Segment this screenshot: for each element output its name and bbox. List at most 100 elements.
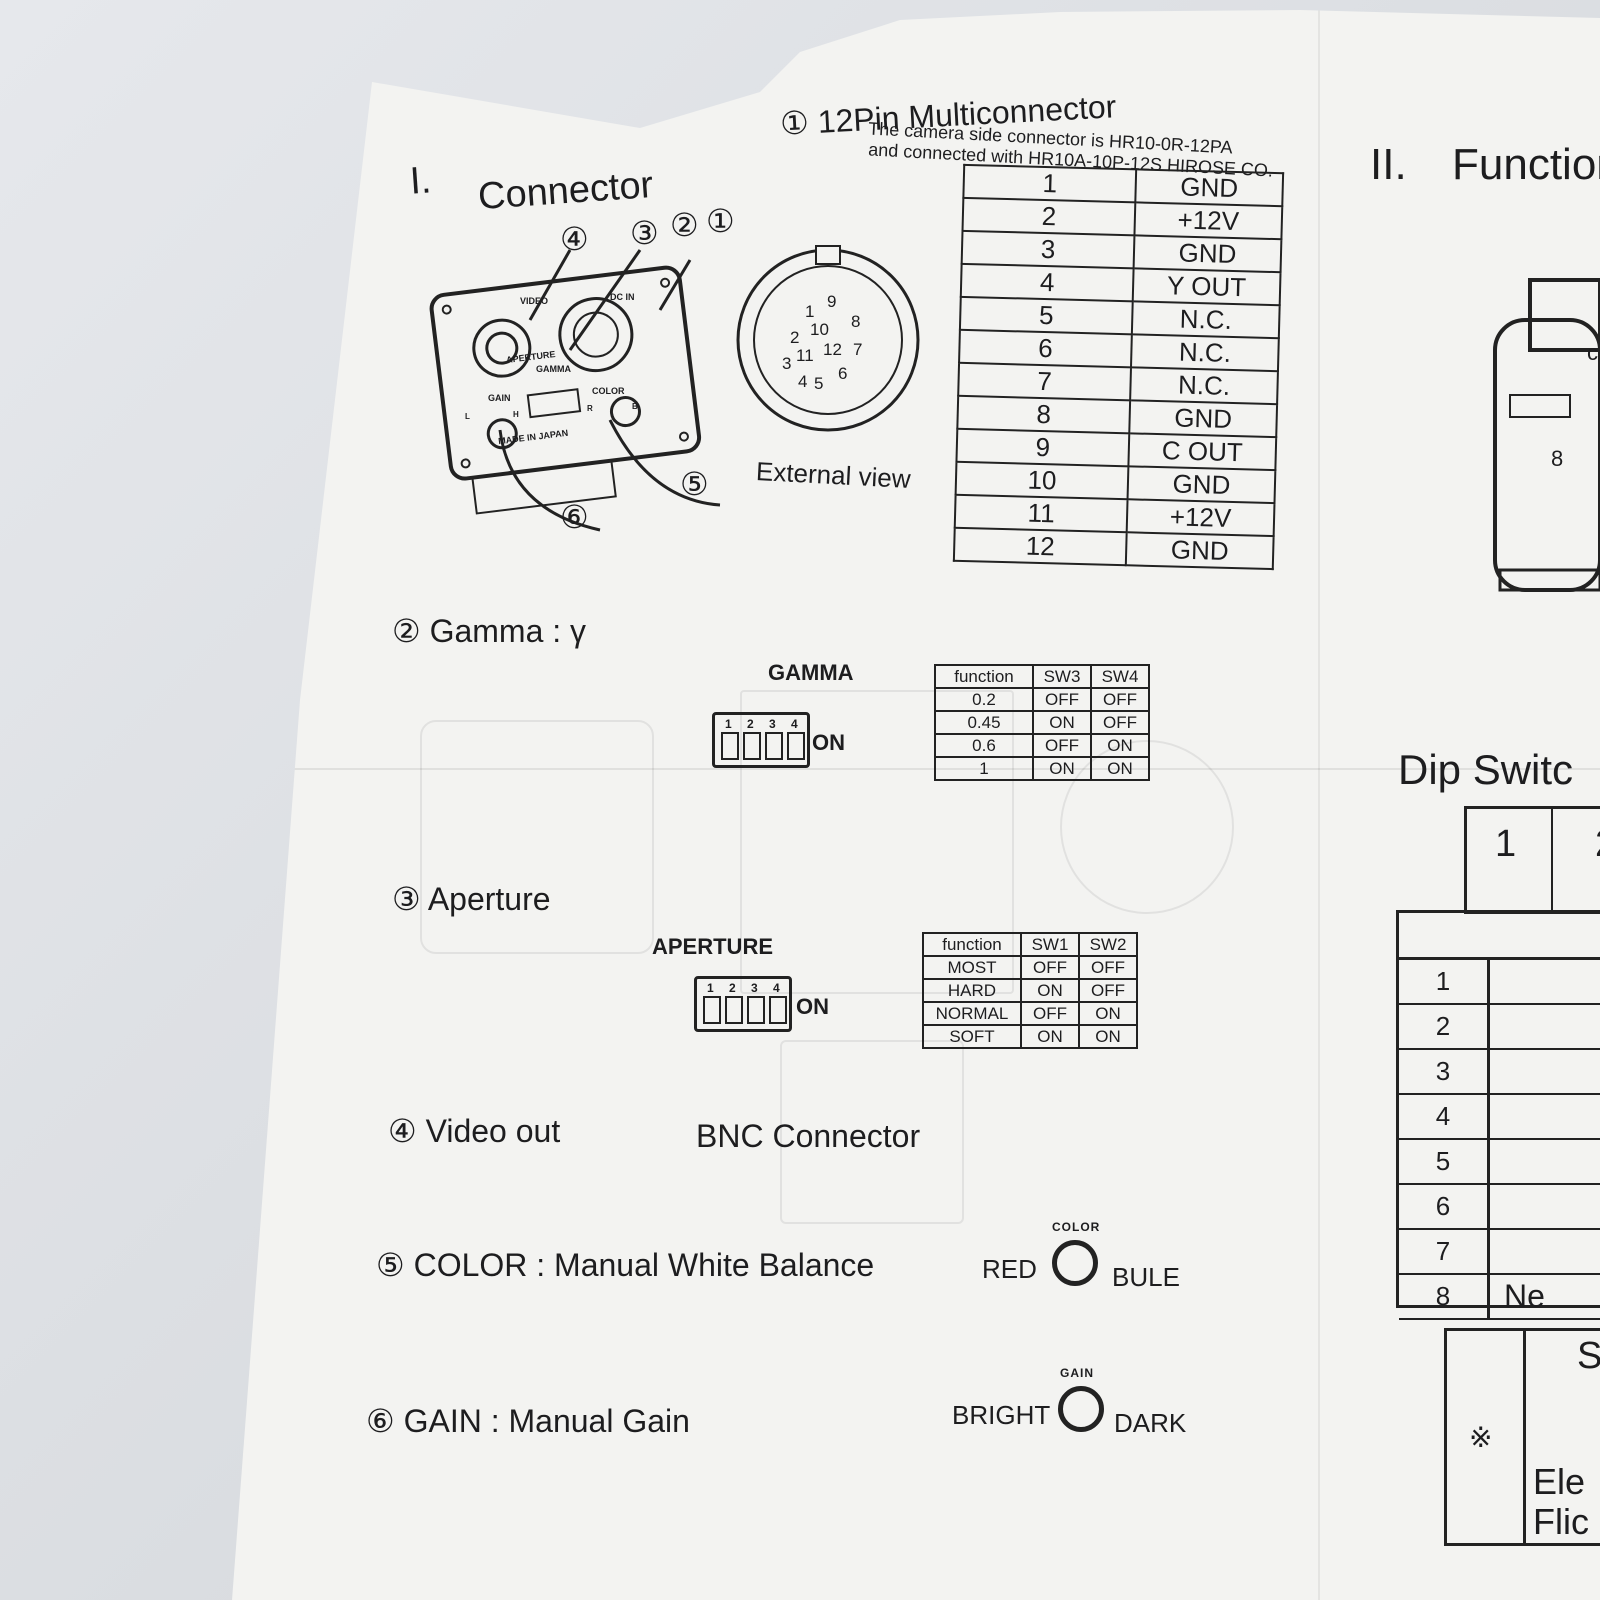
function-table-row-desc (1490, 1140, 1600, 1183)
gamma-dip-switch: 1 2 3 4 (712, 712, 810, 768)
pin-signal: GND (1127, 466, 1276, 504)
gamma-dip-key-3 (765, 732, 783, 760)
socket-pin-11: 11 (796, 346, 814, 365)
pin-number: 12 (953, 527, 1127, 566)
gamma-dip-num-3: 3 (769, 717, 776, 731)
camera-side-diagram (1493, 278, 1600, 592)
socket-pin-10: 10 (810, 320, 829, 339)
cam-label-b: B (632, 402, 638, 411)
section-title: Connector (476, 163, 655, 219)
pin-number: 1 (963, 164, 1137, 203)
aperture-header-cell: SW1 (1020, 932, 1080, 957)
cam-label-dcin: DC IN (610, 292, 635, 302)
aperture-cell: ON (1020, 978, 1080, 1003)
aperture-cell: OFF (1020, 1001, 1080, 1026)
aperture-cell: ON (1020, 1024, 1080, 1049)
aperture-heading: ③ Aperture (392, 881, 551, 917)
aperture-cell: ON (1078, 1024, 1138, 1049)
gamma-cell: OFF (1032, 733, 1092, 758)
pin-number: 6 (959, 329, 1132, 368)
function-table-row: 2 (1399, 1005, 1600, 1050)
color-heading: ⑤ COLOR : Manual White Balance (376, 1247, 875, 1283)
gain-heading: ⑥ GAIN : Manual Gain (366, 1403, 690, 1439)
socket-pin-8: 8 (851, 312, 861, 331)
cam-label-gain: GAIN (488, 393, 511, 403)
cam-label-h: H (513, 410, 519, 419)
callout-4: ④ (560, 221, 589, 257)
gamma-cell: ON (1032, 710, 1092, 735)
aperture-cell: SOFT (922, 1024, 1022, 1049)
gamma-header-cell: function (934, 664, 1034, 689)
aperture-dip-num-1: 1 (707, 981, 714, 995)
function-table-row-desc (1490, 1050, 1600, 1093)
cam-label-r: R (587, 404, 593, 413)
socket-pin-4: 4 (798, 372, 808, 391)
ghost-camera-drawing (420, 720, 654, 954)
socket-pin-5: 5 (814, 374, 824, 393)
dip-switch-box: 1 2 (1464, 806, 1600, 914)
aperture-cell: ON (1078, 1001, 1138, 1026)
color-right-label: BULE (1112, 1262, 1180, 1292)
aperture-dip-key-3 (747, 996, 765, 1024)
dip-switch-divider (1551, 809, 1553, 911)
cam-label-color: COLOR (592, 386, 625, 396)
gamma-dip-num-2: 2 (747, 717, 754, 731)
dip-switch-heading: Dip Switc (1398, 746, 1574, 793)
video-out-desc: BNC Connector (696, 1118, 921, 1154)
function-table-row-number: 3 (1399, 1050, 1490, 1093)
pin-number: 2 (962, 197, 1136, 236)
socket-pin-3: 3 (782, 354, 792, 373)
color-left-label: RED (982, 1254, 1037, 1284)
note-fragment-ele: Ele (1533, 1461, 1586, 1502)
function-table-row-desc (1490, 1230, 1600, 1273)
pin-signal: N.C. (1130, 367, 1278, 405)
gamma-cell: 0.6 (934, 733, 1034, 758)
external-view-label: External view (755, 455, 912, 495)
ghost-side-drawing (740, 690, 1014, 994)
gain-knob-label: GAIN (1060, 1366, 1094, 1380)
function-table-row-desc (1490, 1005, 1600, 1048)
gamma-cell: OFF (1090, 687, 1150, 712)
aperture-header-cell: function (922, 932, 1022, 957)
connector-external-view (736, 245, 920, 432)
socket-pin-9: 9 (827, 292, 837, 311)
pin-number: 3 (961, 230, 1135, 269)
pin-number: 10 (955, 461, 1129, 500)
aperture-dip-key-2 (725, 996, 743, 1024)
aperture-dip-key-1 (703, 996, 721, 1024)
aperture-cell: MOST (922, 955, 1022, 980)
gamma-dip-key-2 (743, 732, 761, 760)
function-table-row-number: 2 (1399, 1005, 1490, 1048)
video-out-heading: ④ Video out (388, 1113, 561, 1149)
function-table-row-number: 5 (1399, 1140, 1490, 1183)
pin-number: 8 (957, 395, 1131, 434)
right-fig-label-8: 8 (1551, 446, 1564, 471)
function-table-row-number: 4 (1399, 1095, 1490, 1138)
aperture-cell: OFF (1078, 955, 1138, 980)
socket-pin-2: 2 (790, 328, 800, 347)
cam-label-gamma: GAMMA (536, 364, 571, 374)
pin-number: 7 (958, 362, 1131, 401)
socket-pin-12: 12 (823, 340, 842, 359)
section-numeral: I. (408, 159, 433, 203)
fold-crease-vertical (1318, 10, 1320, 1600)
cam-label-video: VIDEO (520, 296, 549, 306)
function-table-row: 7 (1399, 1230, 1600, 1275)
ghost-bottom-drawing (780, 1040, 964, 1224)
gamma-dip-key-4 (787, 732, 805, 760)
pin-signal: N.C. (1130, 334, 1279, 372)
aperture-dip-num-4: 4 (773, 981, 780, 995)
gamma-cell: OFF (1090, 710, 1150, 735)
function-table-row-number: 6 (1399, 1185, 1490, 1228)
